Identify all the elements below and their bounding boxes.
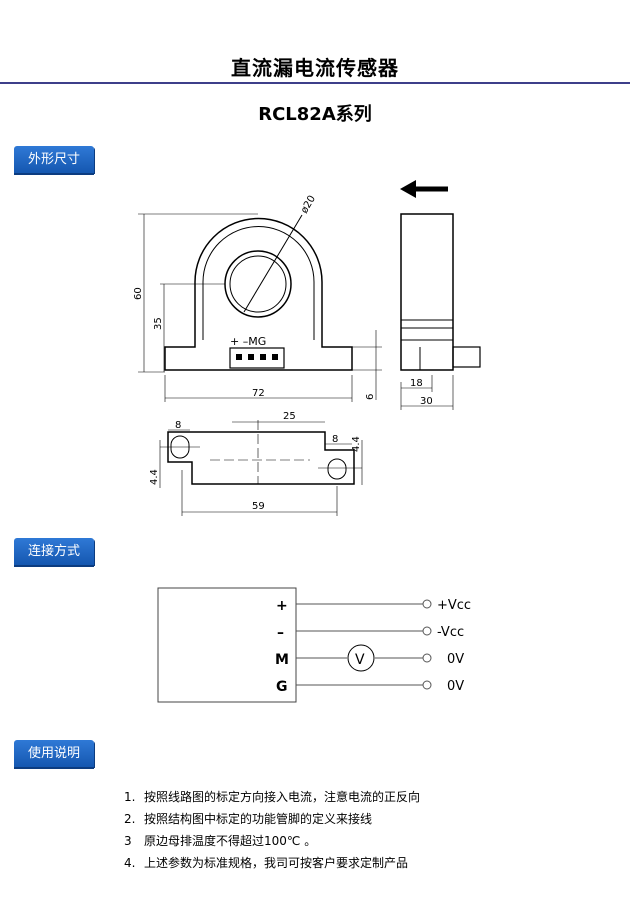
primary-hole xyxy=(224,250,292,318)
section-tab-wiring: 连接方式 xyxy=(14,538,94,565)
primary-hole-inner xyxy=(229,255,287,313)
connector-block xyxy=(229,347,285,369)
pin-marks: + –MG xyxy=(230,335,266,348)
pin-hole xyxy=(236,354,242,360)
dim-side-depth: 30 xyxy=(420,396,433,407)
terminal-vcc-neg xyxy=(422,626,432,636)
dim-slot-dia-left: 4.4 xyxy=(149,469,160,485)
section-tab-underline xyxy=(14,173,94,175)
section-tab-underline xyxy=(14,565,94,567)
page-title: 直流漏电流传感器 xyxy=(231,56,399,80)
dim-hole-span: 59 xyxy=(252,501,265,512)
product-series: RCL82A系列 xyxy=(258,104,372,125)
dim-height-total: 60 xyxy=(133,287,144,300)
diameter-leader xyxy=(243,214,303,313)
terminal-0v-g xyxy=(422,680,432,690)
dim-center-span: 25 xyxy=(283,411,296,422)
pin-label-g: G xyxy=(276,679,288,695)
voltmeter xyxy=(347,644,375,672)
dim-width-total: 72 xyxy=(252,388,265,399)
signal-vcc-pos: +Vcc xyxy=(437,598,471,613)
signal-0v-m: 0V xyxy=(447,652,464,667)
pin-label-plus: + xyxy=(276,598,288,614)
pin-hole xyxy=(248,354,254,360)
side-view-body xyxy=(400,213,454,371)
front-view-inner-outline xyxy=(202,226,315,340)
terminal-0v-m xyxy=(422,653,432,663)
dim-slot-offset-left: 8 xyxy=(175,420,181,431)
pin-label-minus: – xyxy=(277,625,284,641)
signal-0v-g: 0V xyxy=(447,679,464,694)
signal-vcc-neg: -Vcc xyxy=(437,625,464,640)
title-divider xyxy=(0,82,630,84)
dim-diameter: ø20 xyxy=(299,194,318,216)
dim-foot-height: 6 xyxy=(365,394,376,400)
list-item: 2.按照结构图中标定的功能管脚的定义来接线 xyxy=(124,812,373,826)
dim-height-center: 35 xyxy=(153,317,164,330)
sensor-box xyxy=(157,587,297,703)
section-tab-dimensions: 外形尺寸 xyxy=(14,146,94,173)
dim-side-pin-depth: 18 xyxy=(410,378,423,389)
pin-hole xyxy=(272,354,278,360)
current-direction-arrow xyxy=(400,180,448,198)
front-view-outline xyxy=(164,217,353,371)
mounting-slot-right xyxy=(327,458,347,480)
terminal-vcc-pos xyxy=(422,599,432,609)
section-tab-usage: 使用说明 xyxy=(14,740,94,767)
pin-label-m: M xyxy=(275,652,289,668)
list-item: 1.按照线路图的标定方向接入电流，注意电流的正反向 xyxy=(124,790,421,804)
voltmeter-label: V xyxy=(355,652,365,668)
section-tab-underline xyxy=(14,767,94,769)
dim-slot-dia-right: 4.4 xyxy=(351,436,362,452)
usage-notes: 1.按照线路图的标定方向接入电流，注意电流的正反向 2.按照结构图中标定的功能管… xyxy=(124,788,420,876)
bottom-view-outline xyxy=(167,431,355,485)
pin-hole xyxy=(260,354,266,360)
side-view-pins xyxy=(452,346,481,368)
list-item: 4.上述参数为标准规格，我司可按客户要求定制产品 xyxy=(124,856,409,870)
dim-slot-offset-right: 8 xyxy=(332,434,338,445)
